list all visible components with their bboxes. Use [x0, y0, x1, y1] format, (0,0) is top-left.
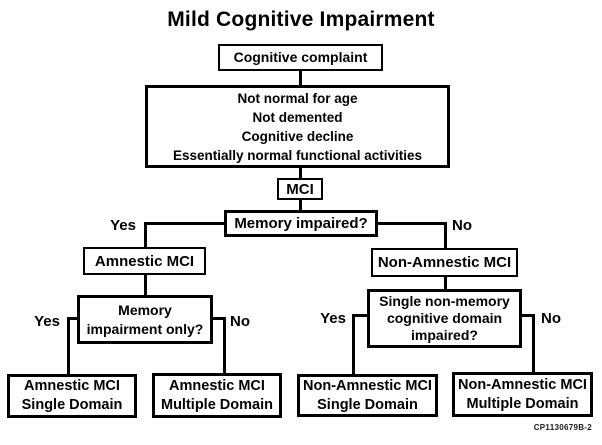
node-memory-impairment-only: Memory impairment only?: [77, 295, 213, 344]
label-no-memory-impaired: No: [452, 217, 472, 234]
connector-nonamnestic-singlenonmemory: [443, 277, 447, 289]
node-label-line: cognitive domain: [386, 310, 503, 326]
figure-title: Mild Cognitive Impairment: [167, 8, 435, 31]
connector-singlenonmemory-yes-v: [351, 313, 355, 375]
node-label-line: Amnestic MCI: [169, 377, 265, 394]
criteria-line: Not demented: [252, 109, 343, 125]
connector-memoryonly-no-h: [212, 316, 226, 320]
node-non-amnestic-multiple-domain: Non-Amnestic MCI Multiple Domain: [452, 372, 593, 417]
node-label-line: Memory: [118, 301, 172, 318]
criteria-line: Cognitive decline: [241, 128, 354, 144]
node-label-line: Amnestic MCI: [24, 378, 120, 394]
node-label-line: Single Domain: [21, 397, 123, 413]
node-label-line: Multiple Domain: [466, 395, 579, 412]
node-amnestic-multiple-domain: Amnestic MCI Multiple Domain: [152, 373, 282, 418]
connector-amnestic-memoryonly: [143, 275, 147, 295]
node-label-line: Multiple Domain: [161, 396, 273, 413]
node-label-line: Single Domain: [317, 396, 418, 413]
node-label: MCI: [286, 180, 314, 198]
connector-criteria-mci: [298, 168, 302, 178]
connector-singlenonmemory-yes-h: [351, 313, 369, 317]
connector-singlenonmemory-no-v: [531, 313, 535, 373]
node-label: Cognitive complaint: [233, 49, 368, 65]
node-criteria: Not normal for age Not demented Cognitiv…: [145, 85, 450, 168]
connector-singlenonmemory-no-h: [520, 313, 535, 317]
label-no-memoryonly: No: [230, 313, 250, 330]
node-label-line: Single non-memory: [379, 293, 510, 309]
node-amnestic-single-domain: Amnestic MCI Single Domain: [7, 374, 137, 418]
node-mci: MCI: [277, 178, 323, 200]
label-yes-singlenonmemory: Yes: [320, 310, 346, 327]
node-memory-impaired: Memory impaired?: [224, 210, 378, 237]
node-label: Memory impaired?: [234, 215, 368, 232]
node-label-line: impairment only?: [86, 320, 204, 337]
node-non-amnestic-mci: Non-Amnestic MCI: [371, 248, 518, 277]
connector-memoryonly-yes-v: [66, 316, 70, 375]
label-yes-memory-impaired: Yes: [110, 217, 136, 234]
criteria-line: Not normal for age: [237, 90, 358, 106]
connector-memory-impaired-yes-v: [143, 221, 147, 248]
node-label: Non-Amnestic MCI: [377, 254, 512, 271]
label-yes-memoryonly: Yes: [34, 313, 60, 330]
node-amnestic-mci: Amnestic MCI: [83, 247, 206, 275]
connector-mci-memory-impaired: [298, 200, 302, 210]
node-label: Amnestic MCI: [94, 252, 195, 270]
node-label-line: Non-Amnestic MCI: [458, 376, 587, 393]
figure-code: CP1130679B-2: [533, 423, 592, 432]
node-label-line: impaired?: [411, 327, 478, 343]
node-non-amnestic-single-domain: Non-Amnestic MCI Single Domain: [297, 374, 438, 417]
label-no-singlenonmemory: No: [541, 310, 561, 327]
connector-memoryonly-no-v: [222, 316, 226, 374]
connector-memory-impaired-yes-h: [144, 221, 224, 225]
connector-memory-impaired-no-h: [378, 221, 446, 225]
node-cognitive-complaint: Cognitive complaint: [218, 44, 383, 71]
connector-memoryonly-yes-h: [66, 316, 79, 320]
connector-memory-impaired-no-v: [443, 221, 447, 249]
criteria-line: Essentially normal functional activities: [172, 147, 423, 163]
connector-complaint-criteria: [298, 71, 302, 86]
node-single-non-memory: Single non-memory cognitive domain impai…: [367, 289, 522, 348]
node-label-line: Non-Amnestic MCI: [303, 377, 432, 394]
